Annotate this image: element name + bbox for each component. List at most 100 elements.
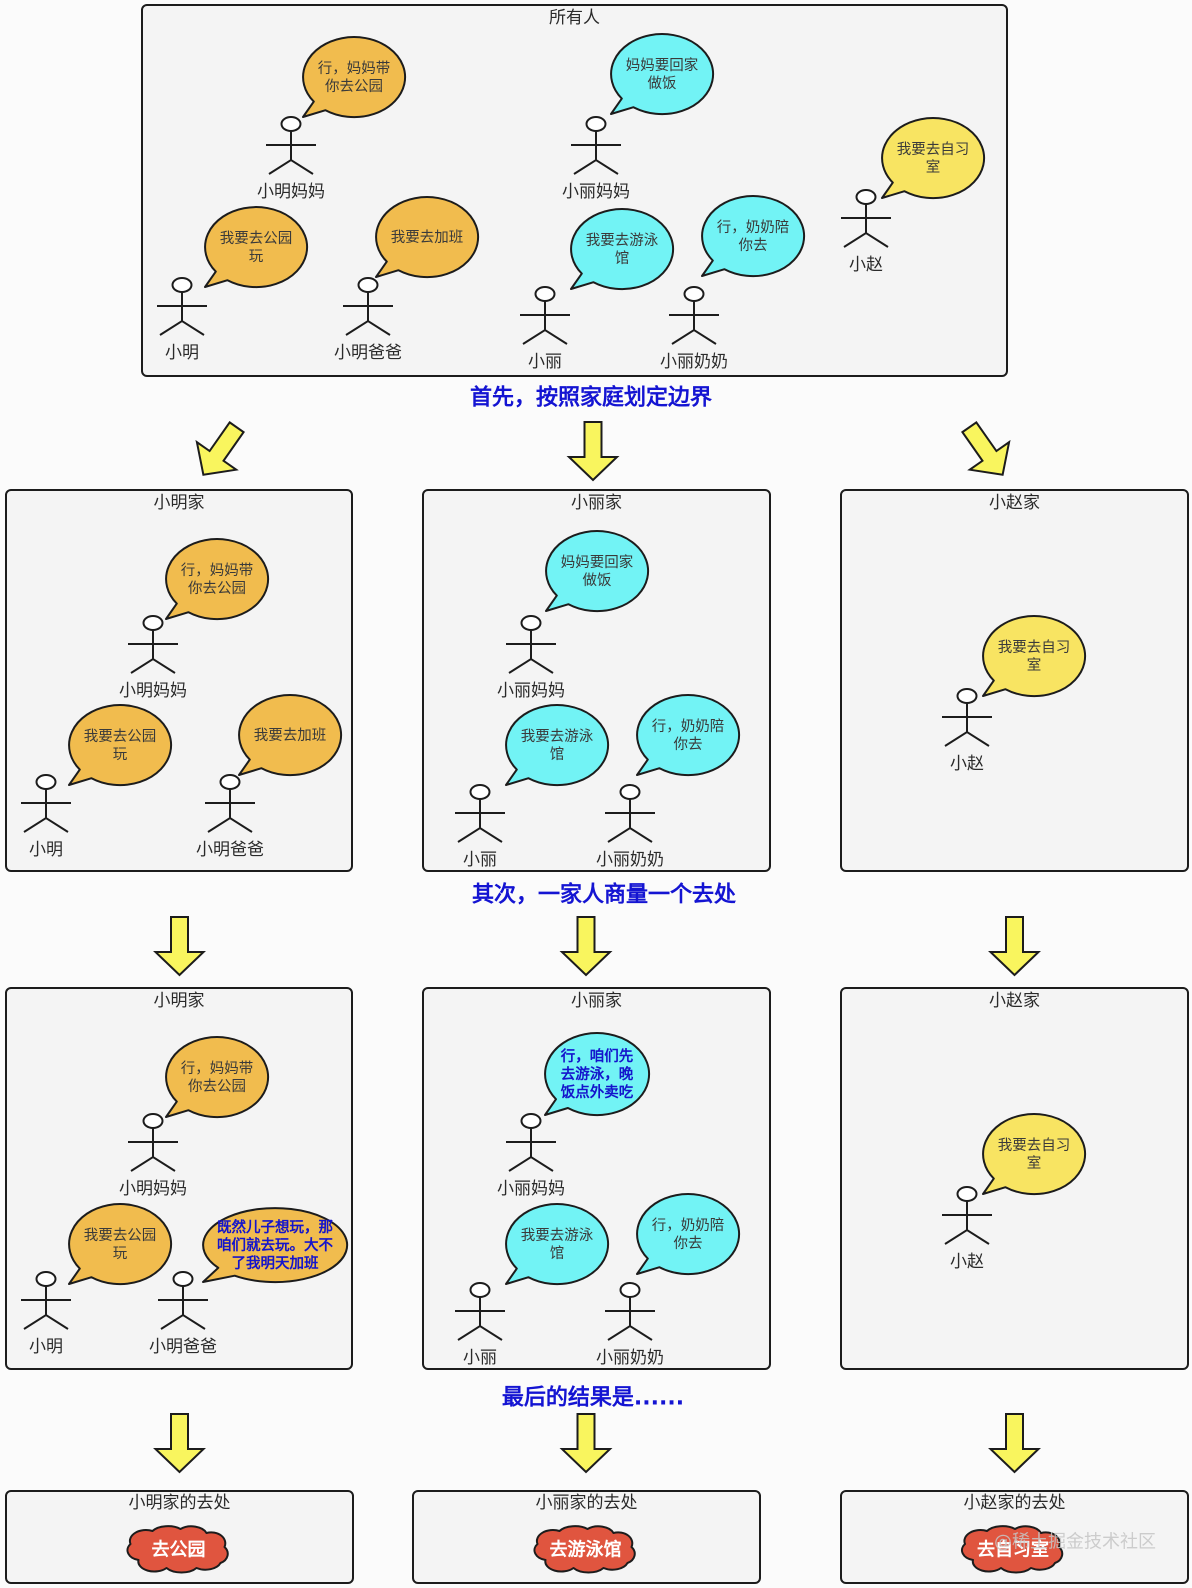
actor-name: 小丽奶奶 bbox=[596, 1348, 664, 1368]
actor-name: 小明爸爸 bbox=[196, 840, 264, 860]
speech-line: 妈妈要回家 bbox=[626, 57, 699, 74]
panel-xiaoming-family: 小明家行，妈妈带你去公园小明妈妈我要去公园玩小明既然儿子想玩，那咱们就去玩。大不… bbox=[5, 987, 353, 1370]
panel-title: 小赵家 bbox=[989, 493, 1040, 513]
speech-bubble-shape bbox=[202, 1207, 349, 1284]
stick-figure-body bbox=[21, 1286, 71, 1330]
arrow-down-icon bbox=[559, 916, 613, 977]
stick-figure-body bbox=[841, 204, 891, 248]
speech-text: 行，奶奶陪你去 bbox=[652, 718, 725, 753]
stick-figure-icon bbox=[520, 286, 570, 345]
arrow-down-icon bbox=[988, 916, 1041, 977]
stick-figure-body bbox=[605, 799, 655, 843]
speech-bubble: 行，妈妈带你去公园 bbox=[302, 36, 407, 119]
actor-name: 小赵 bbox=[849, 255, 883, 275]
speech-line: 行，咱们先 bbox=[560, 1047, 634, 1065]
speech-bubble-shape bbox=[505, 1203, 610, 1286]
speech-text: 行，妈妈带你去公园 bbox=[181, 1060, 254, 1095]
stage-families: 小明家行，妈妈带你去公园小明妈妈我要去公园玩小明我要去加班小明爸爸小丽家妈妈要回… bbox=[5, 489, 1189, 872]
speech-line: 做饭 bbox=[583, 572, 612, 589]
stick-figure-head bbox=[520, 1113, 542, 1129]
stick-figure-head bbox=[35, 774, 57, 790]
speech-bubble: 我要去游泳馆 bbox=[505, 704, 610, 787]
speech-line: 行，妈妈带 bbox=[318, 60, 391, 77]
speech-bubble: 行，妈妈带你去公园 bbox=[165, 1036, 270, 1119]
speech-line: 你去 bbox=[674, 1235, 703, 1252]
speech-bubble: 行，妈妈带你去公园 bbox=[165, 538, 270, 621]
stick-figure-icon bbox=[506, 1113, 556, 1172]
caption-step-3: 最后的结果是...... bbox=[502, 1385, 684, 1411]
speech-bubble: 行，奶奶陪你去 bbox=[636, 1193, 741, 1276]
speech-bubble: 我要去加班 bbox=[375, 196, 480, 279]
speech-line: 咱们就去玩。大不 bbox=[217, 1236, 333, 1254]
caption-step-1: 首先，按照家庭划定边界 bbox=[470, 385, 712, 411]
speech-bubble-shape bbox=[68, 704, 173, 787]
cloud-icon bbox=[126, 1525, 229, 1574]
stick-figure-body bbox=[455, 1297, 505, 1341]
stick-figure-body bbox=[506, 630, 556, 674]
stick-figure-head bbox=[469, 784, 491, 800]
stick-figure-body bbox=[520, 301, 570, 345]
actor-name: 小明爸爸 bbox=[149, 1337, 217, 1357]
speech-bubble-shape bbox=[165, 538, 270, 621]
speech-line: 你去公园 bbox=[188, 1078, 246, 1095]
speech-text: 妈妈要回家做饭 bbox=[626, 57, 699, 92]
destination-text: 去公园 bbox=[152, 1539, 206, 1561]
stick-figure-head bbox=[956, 1186, 978, 1202]
speech-line: 行，奶奶陪 bbox=[717, 219, 790, 236]
watermark: @稀土掘金技术社区 bbox=[994, 1532, 1156, 1553]
speech-line: 我要去自习 bbox=[897, 141, 970, 158]
speech-line: 室 bbox=[1027, 1155, 1042, 1172]
speech-bubble-shape bbox=[302, 36, 407, 119]
speech-text: 我要去游泳馆 bbox=[586, 232, 659, 267]
stick-figure-head bbox=[357, 277, 379, 293]
stage-all-people: 所有人行，妈妈带你去公园小明妈妈妈妈要回家做饭小丽妈妈我要去自习室小赵我要去公园… bbox=[141, 4, 1008, 377]
speech-bubble: 我要去公园玩 bbox=[68, 1203, 173, 1286]
actor-name: 小明 bbox=[29, 840, 63, 860]
stick-figure-head bbox=[171, 277, 193, 293]
speech-line: 馆 bbox=[550, 746, 565, 763]
speech-text: 我要去游泳馆 bbox=[521, 728, 594, 763]
destination-badge: 去自习室 bbox=[960, 1525, 1064, 1574]
stick-figure-body bbox=[21, 789, 71, 833]
speech-text: 行，咱们先去游泳，晚饭点外卖吃 bbox=[560, 1047, 634, 1101]
destination-text: 去自习室 bbox=[977, 1539, 1049, 1561]
stick-figure-body bbox=[669, 301, 719, 345]
speech-line: 既然儿子想玩，那 bbox=[217, 1218, 333, 1236]
stick-figure-icon bbox=[128, 615, 178, 674]
stick-figure-body bbox=[205, 789, 255, 833]
stick-figure-icon bbox=[21, 1271, 71, 1330]
speech-bubble-shape bbox=[544, 1032, 651, 1117]
speech-line: 馆 bbox=[550, 1245, 565, 1262]
stick-figure-icon bbox=[266, 116, 316, 175]
arrow-down-left-icon bbox=[195, 420, 245, 476]
speech-bubble: 妈妈要回家做饭 bbox=[610, 33, 715, 116]
stick-figure-head bbox=[619, 1282, 641, 1298]
speech-bubble: 我要去自习室 bbox=[881, 117, 986, 200]
speech-bubble: 我要去公园玩 bbox=[68, 704, 173, 787]
stick-figure-body bbox=[571, 131, 621, 175]
caption-step-2: 其次，一家人商量一个去处 bbox=[472, 882, 736, 908]
panel-title: 小赵家的去处 bbox=[964, 1493, 1066, 1513]
stage-family-discussion: 小明家行，妈妈带你去公园小明妈妈我要去公园玩小明既然儿子想玩，那咱们就去玩。大不… bbox=[5, 987, 1189, 1370]
speech-bubble: 我要去公园玩 bbox=[204, 206, 309, 289]
speech-bubble-shape bbox=[701, 195, 806, 278]
speech-line: 你去 bbox=[739, 237, 768, 254]
speech-bubble-shape bbox=[505, 704, 610, 787]
speech-text: 我要去自习室 bbox=[998, 639, 1071, 674]
speech-line: 了我明天加班 bbox=[232, 1254, 319, 1272]
speech-text: 我要去公园玩 bbox=[84, 728, 157, 763]
stick-figure-head bbox=[534, 286, 556, 302]
speech-line: 我要去加班 bbox=[254, 727, 327, 744]
actor-name: 小明妈妈 bbox=[119, 1179, 187, 1199]
arrow-down-icon bbox=[153, 916, 206, 977]
cloud-icon bbox=[960, 1525, 1064, 1574]
